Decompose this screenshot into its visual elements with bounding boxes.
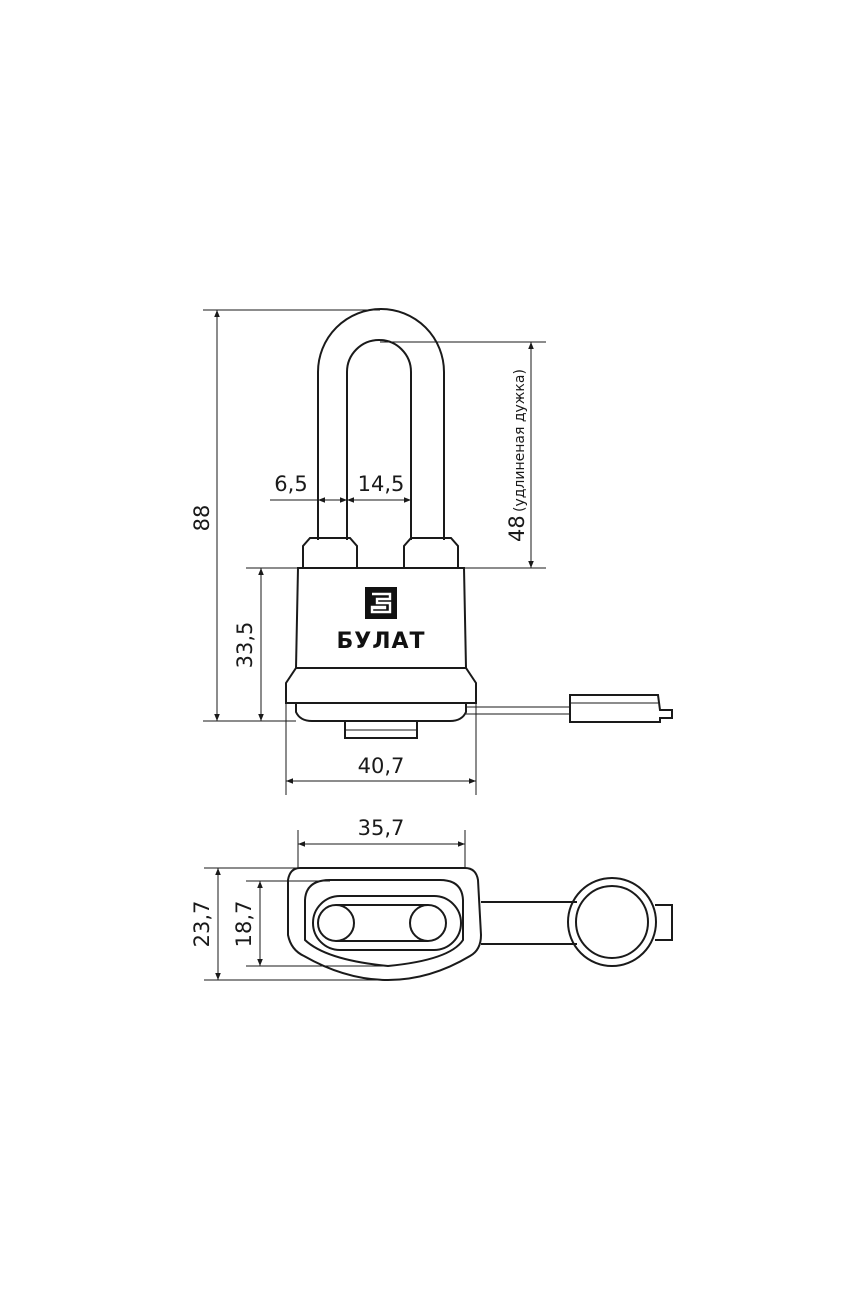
dim-label-33-5: 33,5 bbox=[233, 622, 257, 669]
dim-shackle-length: 48 (удлиненая дужка) bbox=[380, 341, 546, 569]
dim-top-depth-inner: 18,7 bbox=[232, 880, 388, 967]
dim-body-width: 40,7 bbox=[285, 703, 477, 795]
top-inner-shell bbox=[304, 879, 464, 968]
brand-logo-icon bbox=[365, 587, 397, 619]
brand-name: БУЛАТ bbox=[336, 629, 425, 654]
dust-cover-cable bbox=[466, 694, 673, 723]
dim-shackle-thickness: 6,5 bbox=[270, 472, 347, 503]
bottom-plate bbox=[295, 703, 467, 722]
dim-label-14-5: 14,5 bbox=[358, 472, 405, 496]
dim-body-height: 33,5 bbox=[233, 567, 298, 721]
top-view bbox=[287, 867, 673, 982]
dim-label-18-7: 18,7 bbox=[232, 901, 256, 948]
dim-label-48: 48 bbox=[505, 515, 529, 542]
right-collar bbox=[403, 537, 459, 568]
dim-top-depth-outer: 23,7 bbox=[190, 867, 380, 981]
bumper bbox=[285, 667, 477, 704]
dust-cover-top bbox=[481, 877, 673, 967]
dim-label-6-5: 6,5 bbox=[274, 472, 307, 496]
left-collar bbox=[302, 537, 358, 568]
dim-label-88: 88 bbox=[190, 505, 214, 532]
dim-label-40-7: 40,7 bbox=[358, 754, 405, 778]
dim-total-height: 88 bbox=[190, 309, 380, 722]
dim-label-23-7: 23,7 bbox=[190, 901, 214, 948]
dim-shackle-gap: 14,5 bbox=[347, 472, 411, 503]
shackle bbox=[317, 308, 445, 540]
dim-top-width: 35,7 bbox=[297, 816, 466, 868]
shackle-holes bbox=[312, 895, 462, 951]
top-outer-shell bbox=[287, 867, 483, 982]
shackle-note: (удлиненая дужка) bbox=[512, 369, 528, 512]
front-view: БУЛАТ bbox=[285, 308, 673, 739]
dim-label-35-7: 35,7 bbox=[358, 816, 405, 840]
